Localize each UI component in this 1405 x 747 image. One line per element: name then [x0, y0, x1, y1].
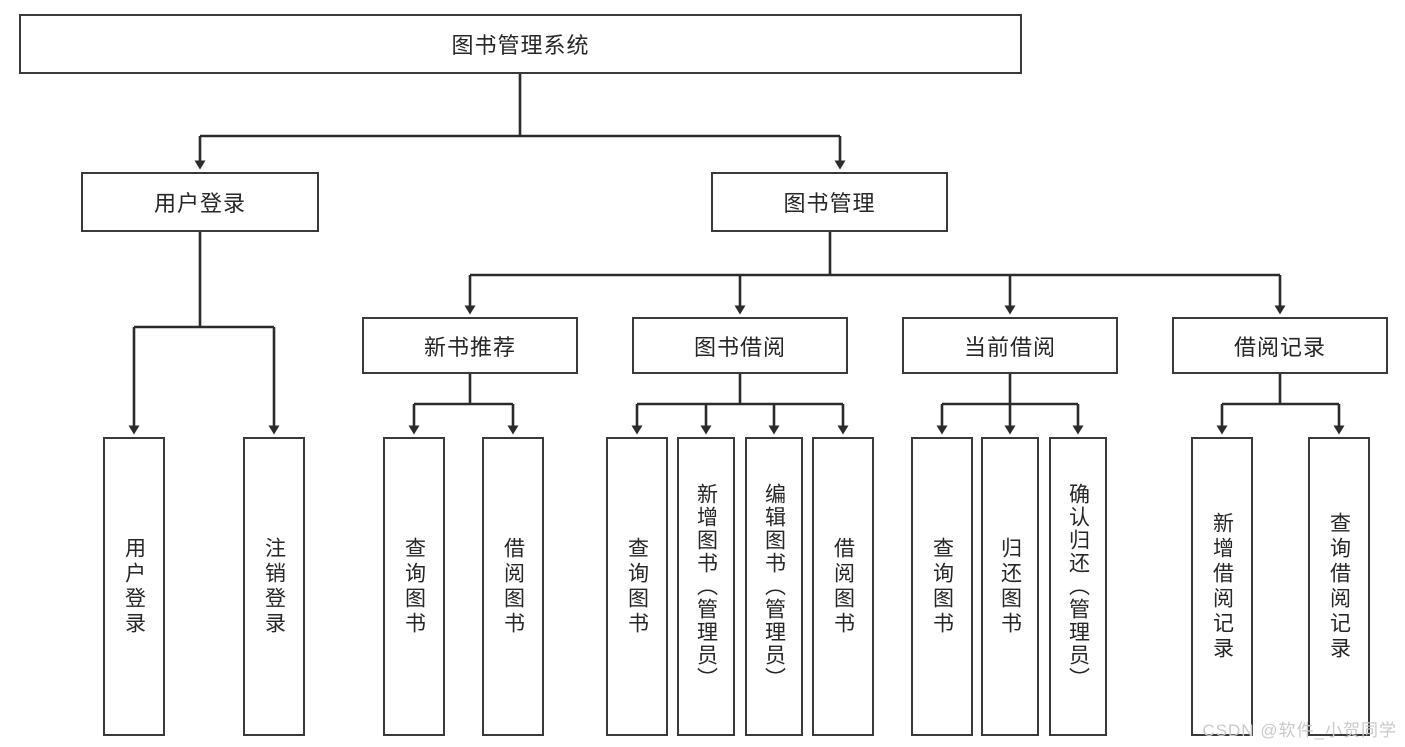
node-label: 编辑图书（管理员）: [762, 483, 786, 690]
leaf-user-login-logout[interactable]: 注销登录: [243, 437, 305, 736]
node-label: 确认归还（管理员）: [1066, 483, 1090, 690]
leaf-book-borrow-edit-book-admin[interactable]: 编辑图书（管理员）: [745, 437, 803, 736]
leaf-book-borrow-query-book[interactable]: 查询图书: [606, 437, 668, 736]
node-borrowing-record[interactable]: 借阅记录: [1172, 317, 1388, 374]
leaf-borrow-record-add-record[interactable]: 新增借阅记录: [1191, 437, 1253, 736]
node-label: 用户登录: [153, 191, 246, 216]
node-book-management[interactable]: 图书管理: [711, 172, 948, 232]
node-label: 查询借阅记录: [1327, 511, 1351, 662]
node-label: 用户登录: [122, 536, 146, 637]
node-label: 图书借阅: [693, 334, 786, 360]
node-label: 借阅记录: [1233, 334, 1326, 360]
node-current-borrowing[interactable]: 当前借阅: [902, 317, 1118, 374]
node-new-book-recommendation[interactable]: 新书推荐: [362, 317, 578, 374]
csdn-watermark: CSDN @软件_小贺同学: [1202, 721, 1397, 740]
node-label: 借阅图书: [831, 536, 855, 637]
leaf-borrow-record-query-record[interactable]: 查询借阅记录: [1308, 437, 1370, 736]
leaf-new-book-borrow-book[interactable]: 借阅图书: [482, 437, 544, 736]
node-label: 注销登录: [262, 536, 286, 637]
leaf-book-borrow-borrow-book[interactable]: 借阅图书: [812, 437, 874, 736]
node-label: 当前借阅: [963, 334, 1056, 360]
node-label: 借阅图书: [501, 536, 525, 637]
node-label: 新增图书（管理员）: [694, 483, 718, 690]
node-label: 新增借阅记录: [1210, 511, 1234, 662]
node-label: 新书推荐: [423, 334, 516, 360]
node-label: 归还图书: [998, 536, 1022, 637]
node-label: 查询图书: [625, 536, 649, 637]
leaf-current-borrow-return-book[interactable]: 归还图书: [981, 437, 1039, 736]
leaf-book-borrow-add-book-admin[interactable]: 新增图书（管理员）: [677, 437, 735, 736]
node-book-borrowing[interactable]: 图书借阅: [632, 317, 848, 374]
leaf-current-borrow-query-book[interactable]: 查询图书: [911, 437, 973, 736]
node-label: 图书管理: [783, 191, 876, 216]
leaf-new-book-query-book[interactable]: 查询图书: [383, 437, 445, 736]
node-label: 查询图书: [402, 536, 426, 637]
node-user-login[interactable]: 用户登录: [81, 172, 319, 232]
node-label: 查询图书: [930, 536, 954, 637]
node-label: 图书管理系统: [451, 33, 590, 58]
node-root-book-management-system[interactable]: 图书管理系统: [19, 14, 1022, 74]
leaf-user-login-login[interactable]: 用户登录: [103, 437, 165, 736]
leaf-current-borrow-confirm-return-admin[interactable]: 确认归还（管理员）: [1049, 437, 1107, 736]
